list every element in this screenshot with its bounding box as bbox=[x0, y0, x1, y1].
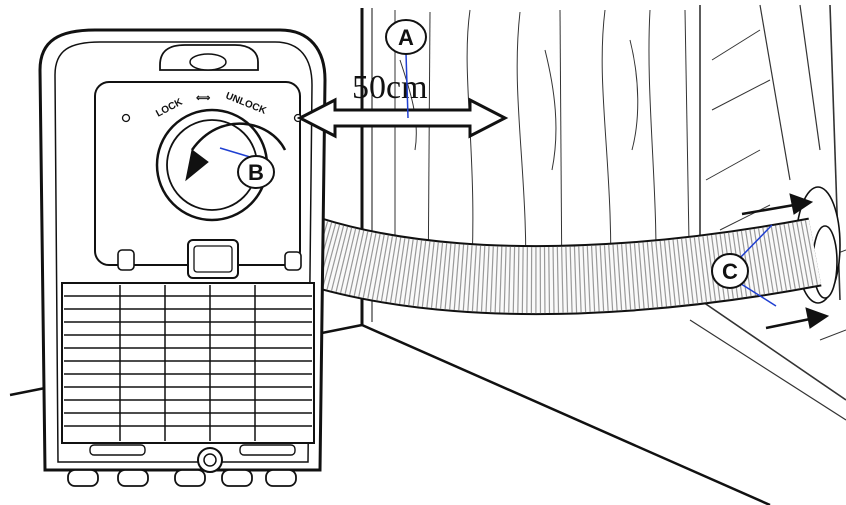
lock-direction-symbol: ⟺ bbox=[196, 93, 211, 104]
distance-label: 50cm bbox=[352, 69, 428, 106]
rotate-arrow bbox=[190, 122, 287, 151]
seal-arrow-bottom bbox=[805, 307, 830, 329]
floor-right-line bbox=[361, 323, 771, 505]
callout-c: C bbox=[711, 253, 749, 289]
callout-b: B bbox=[237, 155, 275, 189]
leader-lines bbox=[219, 52, 777, 307]
seal-arrow-top bbox=[789, 193, 814, 215]
window-curtain bbox=[394, 4, 846, 421]
leader-c-bottom bbox=[737, 281, 777, 307]
callout-a-letter: A bbox=[398, 25, 414, 50]
leader-b bbox=[219, 147, 251, 158]
callout-a: A bbox=[385, 19, 427, 55]
rotate-arrowhead bbox=[185, 149, 209, 182]
callout-c-letter: C bbox=[722, 259, 738, 284]
callout-b-letter: B bbox=[248, 160, 264, 185]
seal-arrows bbox=[741, 193, 830, 330]
leader-c-top bbox=[737, 224, 773, 261]
air-conditioner-unit bbox=[38, 28, 327, 487]
air-grille bbox=[61, 282, 315, 444]
caster-wheels bbox=[67, 469, 297, 487]
distance-arrow bbox=[296, 97, 509, 139]
leader-a bbox=[405, 52, 409, 119]
